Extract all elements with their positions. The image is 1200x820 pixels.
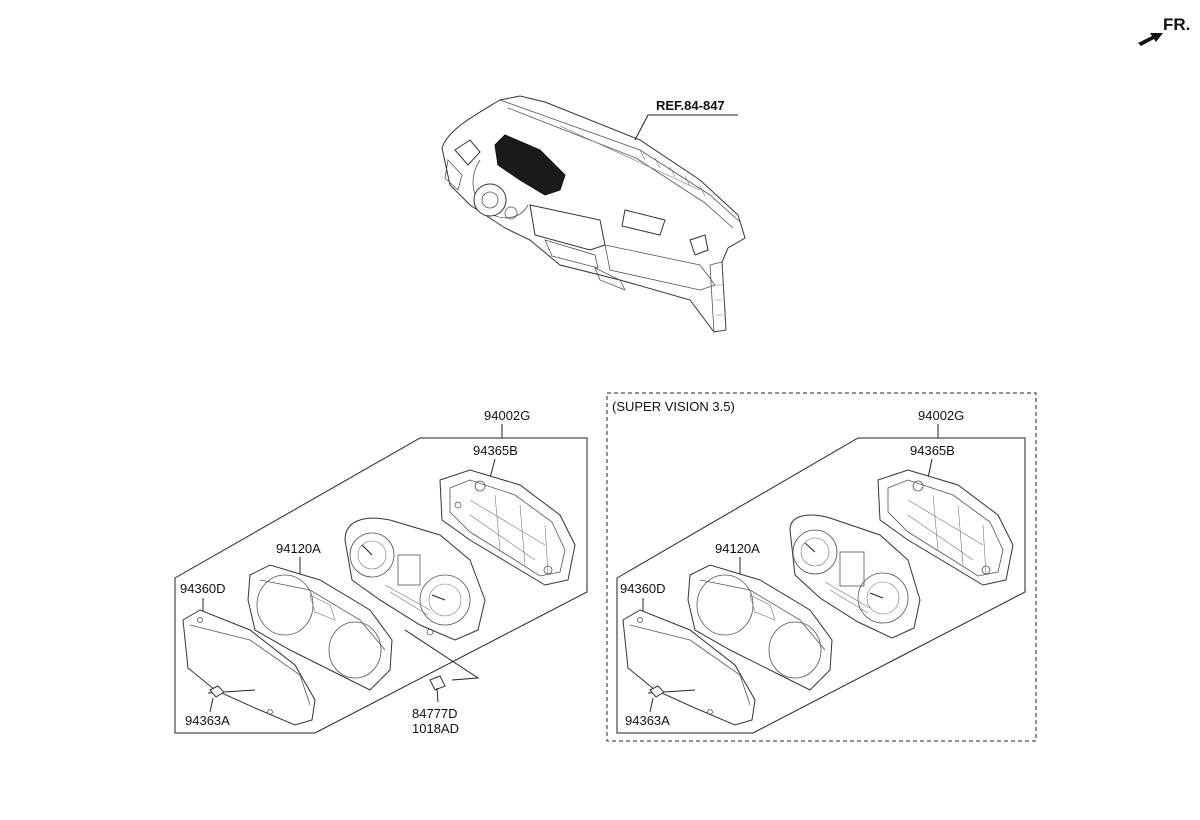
left-lens: [182, 609, 316, 726]
left-screw-label-2: 1018AD: [412, 721, 459, 736]
right-window-plate: [687, 564, 833, 691]
left-meter-board: [344, 517, 486, 641]
left-lens-label: 94360D: [180, 581, 226, 596]
dashboard-illustration: REF.84-847: [441, 95, 746, 333]
right-variant-label: (SUPER VISION 3.5): [612, 399, 735, 414]
left-rear-case: [439, 469, 576, 586]
left-clip-label: 94363A: [185, 713, 230, 728]
right-rear-case: [877, 469, 1014, 586]
left-screw: [429, 675, 446, 703]
left-window-plate-label: 94120A: [276, 541, 321, 556]
right-cluster-group: (SUPER VISION 3.5) 94002G 94365B 94: [606, 392, 1037, 742]
left-group-boundary: [174, 437, 588, 734]
front-direction-indicator: FR.: [1138, 15, 1190, 46]
right-clip-label: 94363A: [625, 713, 670, 728]
right-assembly-label: 94002G: [918, 408, 964, 423]
left-case-label: 94365B: [473, 443, 518, 458]
right-meter-board: [789, 514, 921, 639]
left-cluster-group: 94002G 94365B 94120A: [174, 408, 588, 736]
right-group-dashed-frame: [606, 392, 1037, 742]
cluster-hood: [494, 134, 566, 196]
right-lens: [622, 609, 756, 726]
left-assembly-label: 94002G: [484, 408, 530, 423]
right-case-label: 94365B: [910, 443, 955, 458]
right-group-boundary: [616, 437, 1026, 734]
reference-label: REF.84-847: [656, 98, 725, 113]
right-lens-label: 94360D: [620, 581, 666, 596]
left-window-plate: [247, 564, 393, 691]
front-label: FR.: [1163, 15, 1190, 34]
left-screw-label-1: 84777D: [412, 706, 458, 721]
arrow-forward-icon: [1138, 33, 1163, 46]
right-window-plate-label: 94120A: [715, 541, 760, 556]
